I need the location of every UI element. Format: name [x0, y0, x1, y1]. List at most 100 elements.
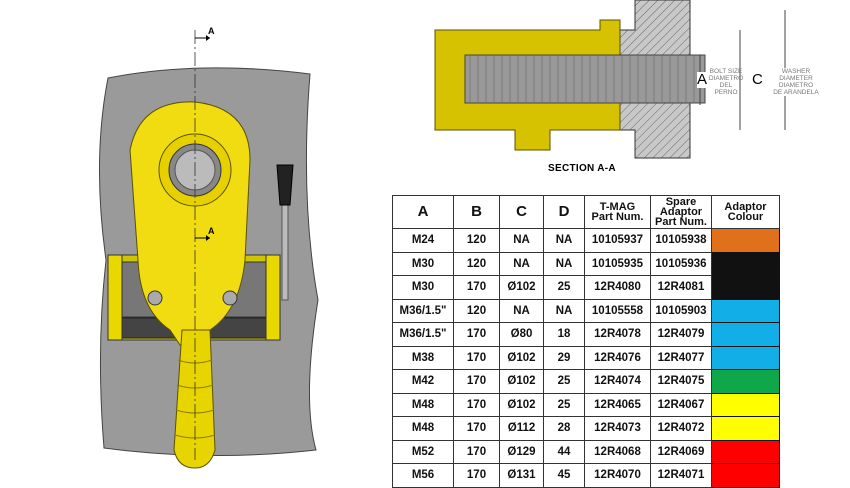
bolt — [147, 290, 163, 306]
section-title: SECTION A-A — [548, 163, 616, 174]
cell-spare: 10105903 — [650, 298, 712, 323]
handle-grip — [173, 329, 216, 469]
cell-tmag: 12R4074 — [584, 369, 651, 394]
cell-a: M48 — [392, 392, 454, 417]
dim-a-letter: A — [697, 71, 708, 88]
cell-tmag: 12R4080 — [584, 275, 651, 300]
cell-b: 170 — [453, 416, 500, 441]
cell-d: 45 — [543, 463, 585, 488]
front-view-drawing: A A — [99, 26, 319, 469]
cell-c: Ø102 — [499, 345, 544, 370]
section-marker-top: A — [208, 26, 215, 36]
cell-spare: 12R4067 — [650, 392, 712, 417]
cell-b: 120 — [453, 298, 500, 323]
cell-spare: 12R4077 — [650, 345, 712, 370]
section-view-drawing — [434, 0, 786, 159]
column-header: D — [543, 195, 585, 229]
colour-swatch — [711, 416, 780, 441]
cell-d: 25 — [543, 369, 585, 394]
cell-a: M30 — [392, 251, 454, 276]
cell-d: 28 — [543, 416, 585, 441]
cell-spare: 12R4072 — [650, 416, 712, 441]
cell-a: M48 — [392, 416, 454, 441]
colour-swatch — [711, 251, 780, 276]
cell-tmag: 10105937 — [584, 228, 651, 253]
cell-spare: 12R4081 — [650, 275, 712, 300]
cell-d: NA — [543, 251, 585, 276]
cell-tmag: 12R4070 — [584, 463, 651, 488]
colour-swatch — [711, 345, 780, 370]
cell-b: 170 — [453, 322, 500, 347]
cell-d: NA — [543, 228, 585, 253]
cell-tmag: 10105935 — [584, 251, 651, 276]
cell-c: NA — [499, 251, 544, 276]
cell-tmag: 12R4078 — [584, 322, 651, 347]
cell-a: M56 — [392, 463, 454, 488]
cell-c: Ø129 — [499, 439, 544, 464]
dim-c-label: WASHER DIAMETER DIAMETRO DE ARANDELA — [767, 68, 825, 96]
cell-c: Ø80 — [499, 322, 544, 347]
dim-c-label-line: DE ARANDELA — [773, 89, 819, 96]
bolt-thread — [464, 54, 706, 104]
colour-swatch — [711, 228, 780, 253]
cell-a: M42 — [392, 369, 454, 394]
cell-b: 170 — [453, 275, 500, 300]
colour-swatch — [711, 322, 780, 347]
column-header: Adaptor Colour — [711, 195, 780, 229]
dim-c-letter: C — [752, 71, 763, 88]
column-header: T-MAG Part Num. — [584, 195, 651, 229]
lever-knob-icon — [276, 164, 294, 206]
cell-d: 44 — [543, 439, 585, 464]
cell-tmag: 12R4076 — [584, 345, 651, 370]
cell-a: M38 — [392, 345, 454, 370]
cell-c: NA — [499, 228, 544, 253]
cell-d: 29 — [543, 345, 585, 370]
cell-tmag: 10105558 — [584, 298, 651, 323]
cell-d: 25 — [543, 392, 585, 417]
colour-swatch — [711, 439, 780, 464]
dim-c-label-line: WASHER DIAMETER — [779, 68, 813, 82]
cell-d: NA — [543, 298, 585, 323]
cell-c: Ø112 — [499, 416, 544, 441]
column-header: A — [392, 195, 454, 229]
cell-b: 120 — [453, 251, 500, 276]
cell-b: 170 — [453, 345, 500, 370]
cell-a: M24 — [392, 228, 454, 253]
colour-swatch — [711, 369, 780, 394]
cell-spare: 12R4069 — [650, 439, 712, 464]
cell-b: 170 — [453, 439, 500, 464]
cell-a: M52 — [392, 439, 454, 464]
colour-swatch — [711, 275, 780, 300]
cell-tmag: 12R4065 — [584, 392, 651, 417]
cell-c: NA — [499, 298, 544, 323]
cell-spare: 10105938 — [650, 228, 712, 253]
cell-d: 18 — [543, 322, 585, 347]
cell-c: Ø102 — [499, 275, 544, 300]
colour-swatch — [711, 298, 780, 323]
cell-a: M36/1.5" — [392, 298, 454, 323]
cell-spare: 10105936 — [650, 251, 712, 276]
dim-c-label-line: DIAMETRO — [778, 82, 814, 89]
dim-a-label-line: DIAMETRO — [708, 75, 744, 82]
cell-b: 170 — [453, 392, 500, 417]
section-marker-mid: A — [208, 226, 215, 236]
bolt — [222, 290, 238, 306]
cell-tmag: 12R4073 — [584, 416, 651, 441]
column-header: Spare Adaptor Part Num. — [650, 195, 712, 229]
cell-a: M36/1.5" — [392, 322, 454, 347]
dim-a-label-line: DEL PERNO — [714, 82, 738, 96]
colour-swatch — [711, 463, 780, 488]
cell-spare: 12R4071 — [650, 463, 712, 488]
cell-b: 170 — [453, 369, 500, 394]
